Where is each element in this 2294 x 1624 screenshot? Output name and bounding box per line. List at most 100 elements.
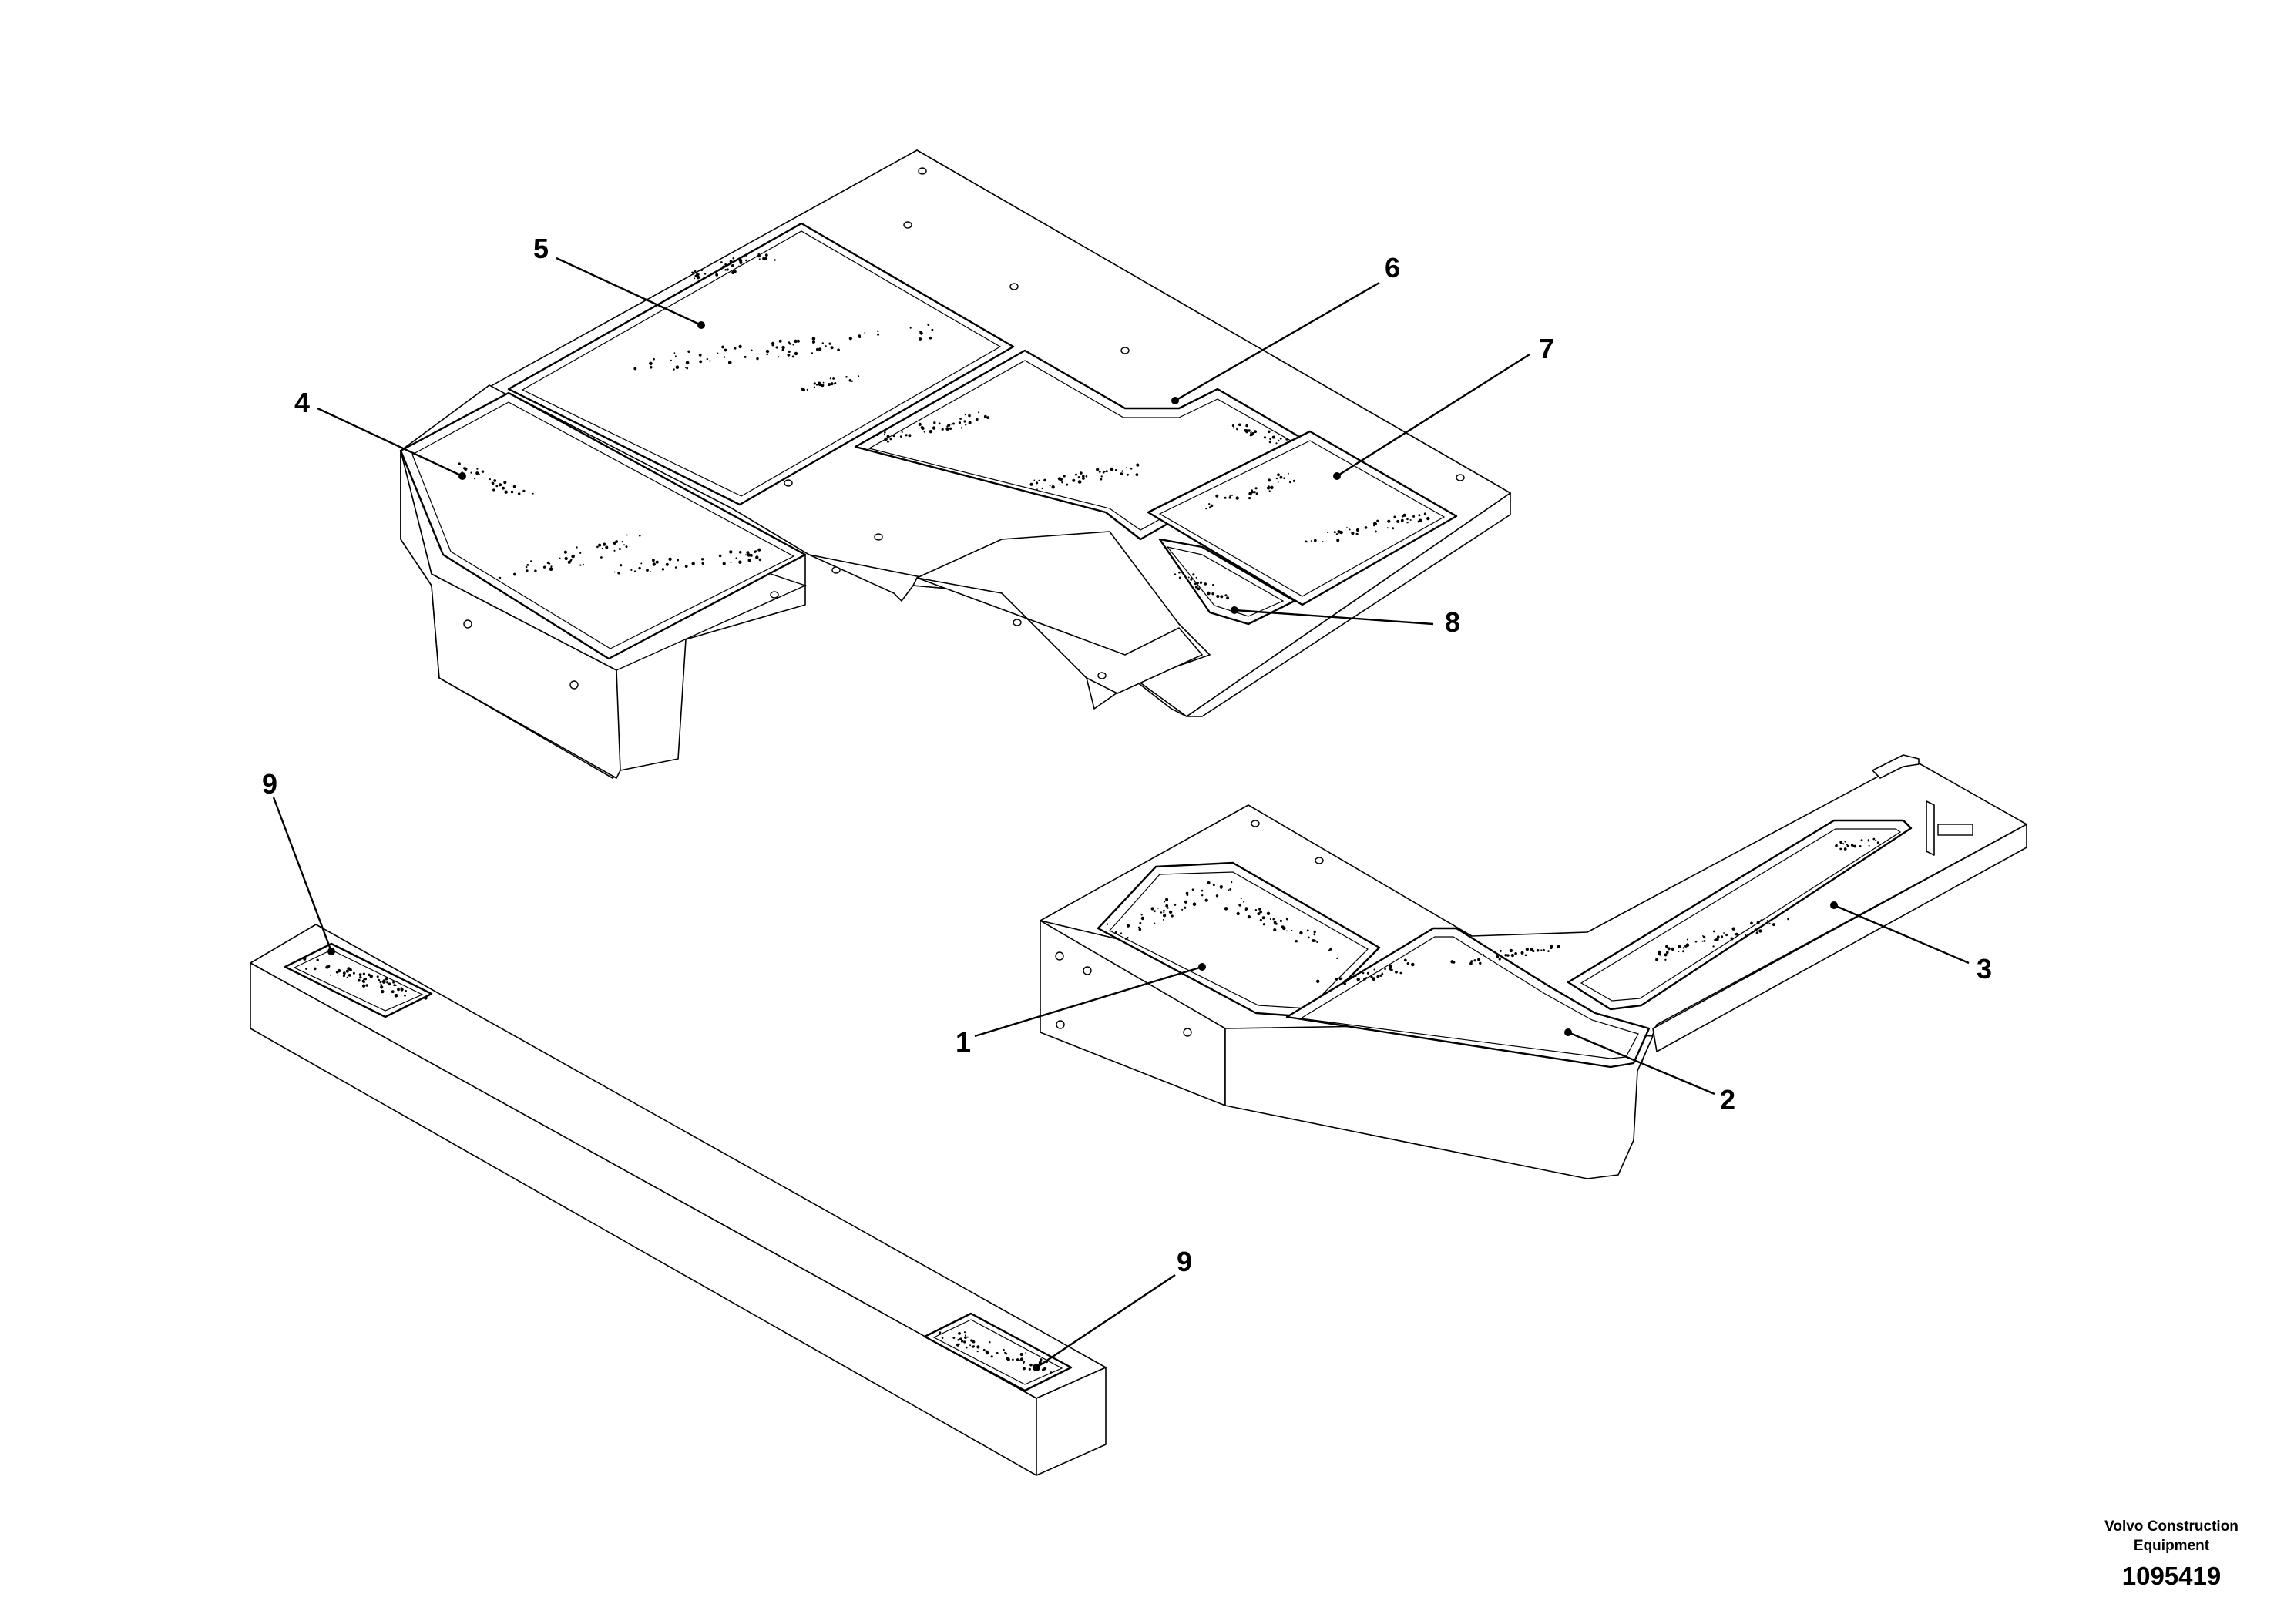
texture-speck [1194, 582, 1197, 586]
texture-speck [1520, 951, 1524, 955]
texture-speck [1376, 975, 1380, 978]
texture-speck [1473, 959, 1476, 962]
texture-speck [1379, 974, 1382, 977]
texture-speck [724, 269, 727, 271]
texture-speck [960, 1340, 964, 1343]
mounting-hole [1056, 1020, 1065, 1029]
texture-speck [1760, 919, 1762, 921]
mounting-hole [1315, 857, 1324, 864]
texture-speck [1254, 491, 1256, 494]
texture-speck [929, 430, 933, 434]
texture-speck [802, 388, 805, 392]
texture-speck [747, 553, 751, 557]
texture-speck [1212, 884, 1215, 887]
texture-speck [694, 270, 697, 273]
texture-speck [1337, 530, 1339, 532]
texture-speck [522, 489, 526, 492]
texture-speck [756, 357, 759, 361]
texture-speck [1307, 936, 1310, 939]
texture-speck [754, 551, 756, 553]
texture-speck [696, 275, 700, 280]
texture-speck [649, 366, 653, 369]
texture-speck [734, 347, 737, 350]
texture-speck [476, 468, 479, 470]
texture-speck [378, 978, 381, 981]
texture-speck [502, 486, 505, 490]
texture-speck [1723, 932, 1725, 934]
texture-speck [920, 426, 924, 429]
texture-speck [458, 462, 461, 465]
texture-speck [1049, 485, 1051, 487]
texture-speck [686, 367, 688, 370]
texture-speck [901, 431, 903, 434]
texture-speck [1277, 473, 1280, 477]
texture-speck [532, 492, 534, 495]
mounting-hole [918, 167, 927, 175]
texture-speck [1375, 530, 1377, 533]
texture-speck [386, 981, 388, 984]
texture-speck [958, 421, 961, 424]
texture-speck [359, 976, 362, 979]
texture-speck [1842, 843, 1845, 845]
mat-9-right [923, 1312, 1073, 1392]
texture-speck [771, 344, 774, 347]
mat-7 [1147, 430, 1458, 606]
texture-speck [966, 1336, 969, 1338]
texture-speck [492, 488, 495, 492]
texture-speck [1684, 945, 1688, 948]
texture-speck [884, 431, 886, 434]
texture-speck [385, 977, 388, 981]
mounting-hole [1251, 820, 1260, 827]
texture-speck [758, 258, 761, 260]
texture-speck [673, 368, 675, 371]
texture-speck [858, 334, 862, 337]
texture-speck [1272, 918, 1275, 921]
texture-speck [639, 534, 641, 537]
texture-speck [1160, 911, 1163, 914]
texture-speck [729, 550, 733, 554]
texture-speck [1254, 487, 1258, 490]
texture-speck [1124, 938, 1127, 940]
texture-speck [1664, 953, 1668, 957]
texture-speck [1725, 934, 1728, 937]
texture-speck [845, 376, 848, 378]
texture-speck [884, 437, 888, 441]
texture-speck [1285, 930, 1288, 932]
texture-speck [966, 1346, 968, 1349]
texture-speck [1314, 539, 1317, 542]
texture-speck [951, 423, 952, 425]
texture-speck [675, 365, 680, 370]
texture-speck [971, 1345, 974, 1348]
texture-speck [858, 375, 860, 377]
mounting-hole [831, 566, 841, 574]
texture-speck [837, 348, 840, 352]
texture-speck [1389, 968, 1392, 971]
texture-speck [709, 360, 711, 362]
texture-speck [570, 559, 573, 561]
texture-speck [1184, 906, 1187, 909]
mounting-hole [1183, 1028, 1192, 1037]
texture-speck [905, 434, 908, 437]
texture-speck [1238, 903, 1242, 907]
texture-speck [1157, 907, 1159, 909]
texture-speck [687, 350, 690, 353]
texture-speck [1372, 524, 1375, 527]
drawing-footer: Volvo Construction Equipment 1095419 [2104, 1518, 2239, 1590]
texture-speck [1365, 977, 1368, 979]
texture-speck [571, 554, 575, 559]
texture-speck [731, 264, 734, 267]
texture-speck [534, 569, 537, 572]
non-slip-texture [303, 253, 1879, 1374]
texture-speck [1057, 477, 1062, 481]
texture-speck [1233, 427, 1235, 429]
texture-speck [757, 253, 760, 255]
texture-speck [1839, 841, 1843, 844]
texture-speck [1412, 515, 1416, 518]
texture-speck [1351, 532, 1355, 535]
texture-speck [668, 557, 672, 561]
texture-speck [518, 492, 521, 495]
texture-speck [694, 277, 696, 280]
texture-speck [392, 981, 395, 984]
texture-speck [1406, 522, 1409, 524]
